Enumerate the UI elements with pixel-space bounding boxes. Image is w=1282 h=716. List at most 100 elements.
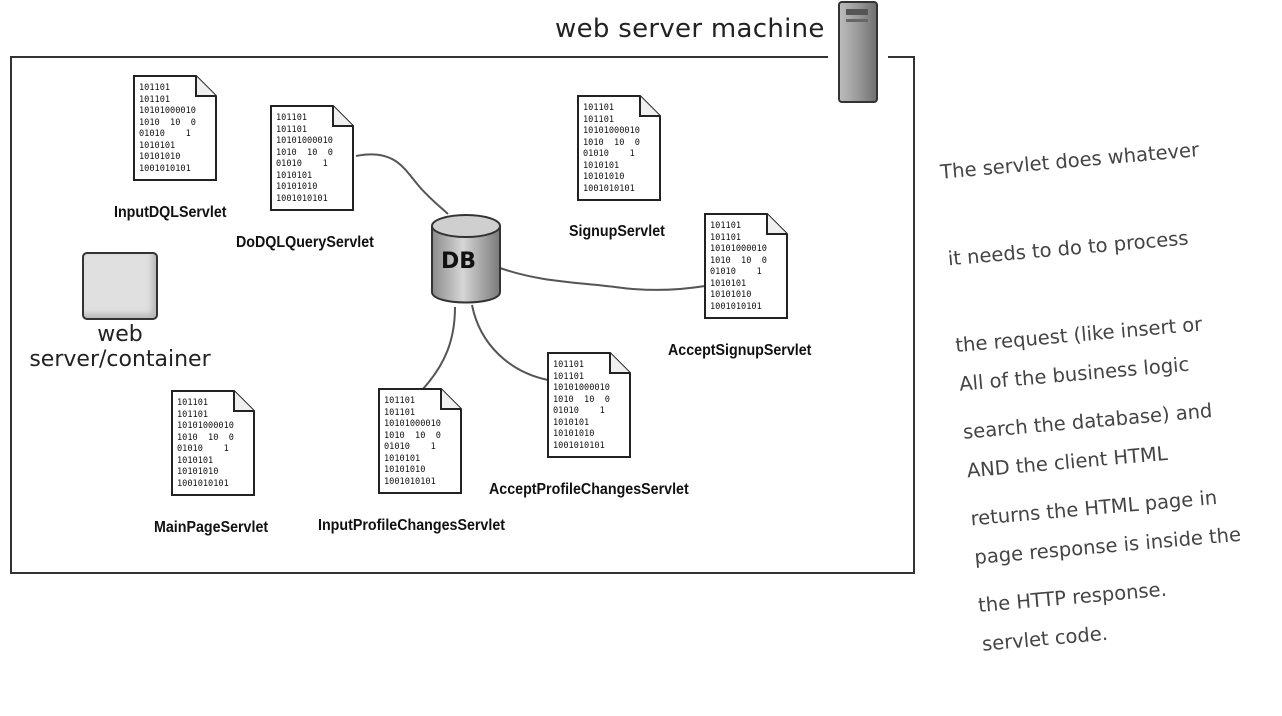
container-label-line2: server/container <box>29 347 211 372</box>
binary-code-line: 1010 10 0 <box>553 394 610 405</box>
container-label-line1: web <box>97 322 143 347</box>
binary-code-line: 10101010 <box>177 467 219 477</box>
binary-code-line: 01010 1 <box>139 129 191 139</box>
note2-line: AND the client HTML <box>965 441 1169 483</box>
binary-code-line: 10101010 <box>553 429 595 439</box>
binary-code-line: 101101 <box>583 114 615 125</box>
binary-code-line: 1010101 <box>553 417 590 428</box>
servlet-label-do-dql-query: DoDQLQueryServlet <box>236 234 374 251</box>
document-page-icon <box>577 95 661 201</box>
document-page-icon <box>378 388 462 494</box>
document-page-icon <box>704 213 788 319</box>
binary-code-line: 101101 <box>177 409 209 420</box>
connector-db-inputprofile <box>421 306 456 391</box>
note1-line: it needs to do to process <box>946 226 1190 271</box>
servlet-label-input-profile-changes: InputProfileChangesServlet <box>318 517 506 534</box>
servlet-label-signup: SignupServlet <box>569 223 665 240</box>
binary-code-line: 1010 10 0 <box>139 117 196 128</box>
binary-code-line: 101101 <box>710 221 742 231</box>
binary-code-line: 101101 <box>384 396 416 406</box>
database-cylinder-icon <box>431 214 501 304</box>
servlet-label-accept-signup: AcceptSignupServlet <box>668 342 812 359</box>
binary-code-line: 1010101 <box>384 453 421 464</box>
binary-code-line: 1010101 <box>139 140 176 151</box>
connector-lines <box>355 153 706 391</box>
binary-code-line: 1001010101 <box>177 478 229 489</box>
servlet-label-input-dql: InputDQLServlet <box>114 204 227 221</box>
connector-dodqlquery-db <box>355 153 449 215</box>
binary-code-line: 101101 <box>139 94 171 105</box>
binary-code-line: 1010101 <box>276 170 313 181</box>
servlet-label-main-page: MainPageServlet <box>154 519 269 536</box>
note2-line: All of the business logic <box>958 352 1191 396</box>
binary-code-line: 01010 1 <box>384 442 436 452</box>
note1-line: The servlet does whatever <box>939 138 1200 184</box>
binary-code-line: 10101010 <box>276 182 318 192</box>
binary-code-line: 101101 <box>276 124 308 135</box>
binary-code-line: 10101010 <box>583 172 625 182</box>
binary-code-line: 10101000010 <box>710 244 767 254</box>
binary-code-line: 101101 <box>384 407 416 418</box>
note2-line: page response is inside the <box>973 522 1242 570</box>
binary-code-line: 1010101 <box>177 455 214 466</box>
binary-code-line: 10101000010 <box>177 421 234 431</box>
connector-db-acceptprofile <box>471 304 549 381</box>
binary-code-line: 101101 <box>276 113 308 123</box>
server-tower-icon <box>838 1 878 103</box>
binary-code-line: 10101010 <box>139 152 181 162</box>
binary-code-line: 101101 <box>177 398 209 408</box>
binary-code-line: 01010 1 <box>553 406 605 416</box>
note-business-logic: All of the business logic AND the client… <box>953 289 1255 716</box>
binary-code-line: 10101000010 <box>553 383 610 393</box>
db-label: DB <box>441 249 477 274</box>
web-server-machine-frame <box>10 56 915 574</box>
binary-code-line: 10101000010 <box>384 419 441 429</box>
binary-code-line: 1010101 <box>710 278 747 289</box>
binary-code-line: 10101000010 <box>276 136 333 146</box>
document-page-icon <box>270 105 354 211</box>
diagram-canvas: web server machine DB web server/contain… <box>10 1 1242 656</box>
binary-code-line: 1001010101 <box>553 440 605 451</box>
binary-code-line: 1010101 <box>583 160 620 171</box>
binary-code-line: 10101000010 <box>583 126 640 136</box>
connector-db-acceptsignup <box>499 267 706 291</box>
binary-code-line: 1010 10 0 <box>583 137 640 148</box>
binary-code-line: 1010 10 0 <box>276 147 333 158</box>
binary-code-line: 1001010101 <box>384 476 436 487</box>
binary-code-line: 1001010101 <box>583 183 635 194</box>
binary-code-line: 01010 1 <box>583 149 635 159</box>
binary-code-line: 10101010 <box>710 290 752 300</box>
binary-code-line: 01010 1 <box>177 444 229 454</box>
binary-code-line: 101101 <box>710 232 742 243</box>
binary-code-line: 10101010 <box>384 465 426 475</box>
binary-code-line: 01010 1 <box>276 159 328 169</box>
binary-code-line: 1010 10 0 <box>710 255 767 266</box>
document-page-icon <box>171 390 255 496</box>
note2-line: servlet code. <box>981 621 1109 656</box>
document-page-icon <box>547 352 631 458</box>
servlet-label-accept-profile-changes: AcceptProfileChangesServlet <box>489 481 689 498</box>
binary-code-line: 1010 10 0 <box>384 430 441 441</box>
binary-code-line: 10101000010 <box>139 106 196 116</box>
binary-code-line: 01010 1 <box>710 267 762 277</box>
binary-code-line: 101101 <box>139 83 171 93</box>
container-label: web server/container <box>20 322 220 372</box>
binary-code-line: 1001010101 <box>276 193 328 204</box>
document-page-icon <box>133 75 217 181</box>
binary-code-line: 101101 <box>583 103 615 113</box>
binary-code-line: 1010 10 0 <box>177 432 234 443</box>
